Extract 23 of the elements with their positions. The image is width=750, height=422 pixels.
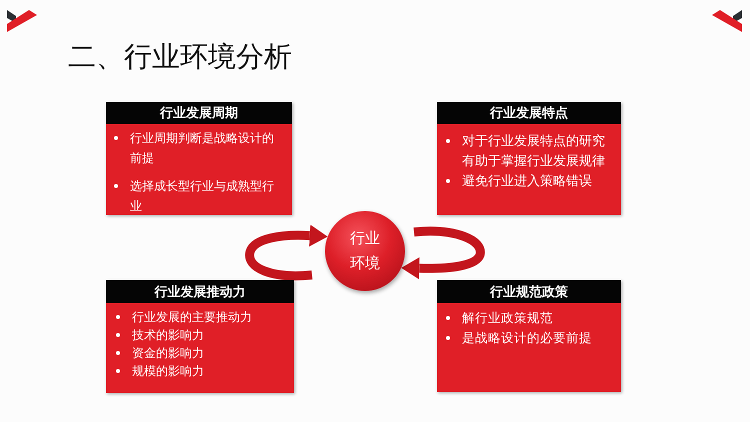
topic-card <box>106 280 294 393</box>
bullet-text: 行业周期判断是战略设计的前提 <box>130 130 275 167</box>
bullet-text: 对于行业发展特点的研究有助于掌握行业发展规律 <box>462 132 606 170</box>
topic-card <box>437 102 621 215</box>
card-heading: 行业发展特点 <box>437 102 621 124</box>
bullet-text: 是战略设计的必要前提 <box>462 330 593 347</box>
curved-arrow <box>245 224 328 280</box>
card-heading: 行业发展周期 <box>106 102 292 124</box>
bullet-text: 避免行业进入策略错误 <box>462 172 593 190</box>
topic-card <box>106 102 292 215</box>
bullet-text: 资金的影响力 <box>132 345 205 362</box>
bullet-text: 技术的影响力 <box>132 327 205 344</box>
bullet-text: 规模的影响力 <box>132 363 205 380</box>
bullet-text: 行业发展的主要推动力 <box>132 309 253 326</box>
bullet-text: 解行业政策规范 <box>462 310 554 327</box>
slide-title: 二、行业环境分析 <box>68 41 292 75</box>
curved-arrow <box>401 226 485 280</box>
topic-card <box>437 280 621 392</box>
card-heading: 行业规范政策 <box>437 280 621 303</box>
circle-label: 行业环境 <box>349 229 381 274</box>
center-circle <box>325 211 405 291</box>
bullet-text: 选择成长型行业与成熟型行业 <box>130 178 275 215</box>
card-heading: 行业发展推动力 <box>106 280 294 303</box>
